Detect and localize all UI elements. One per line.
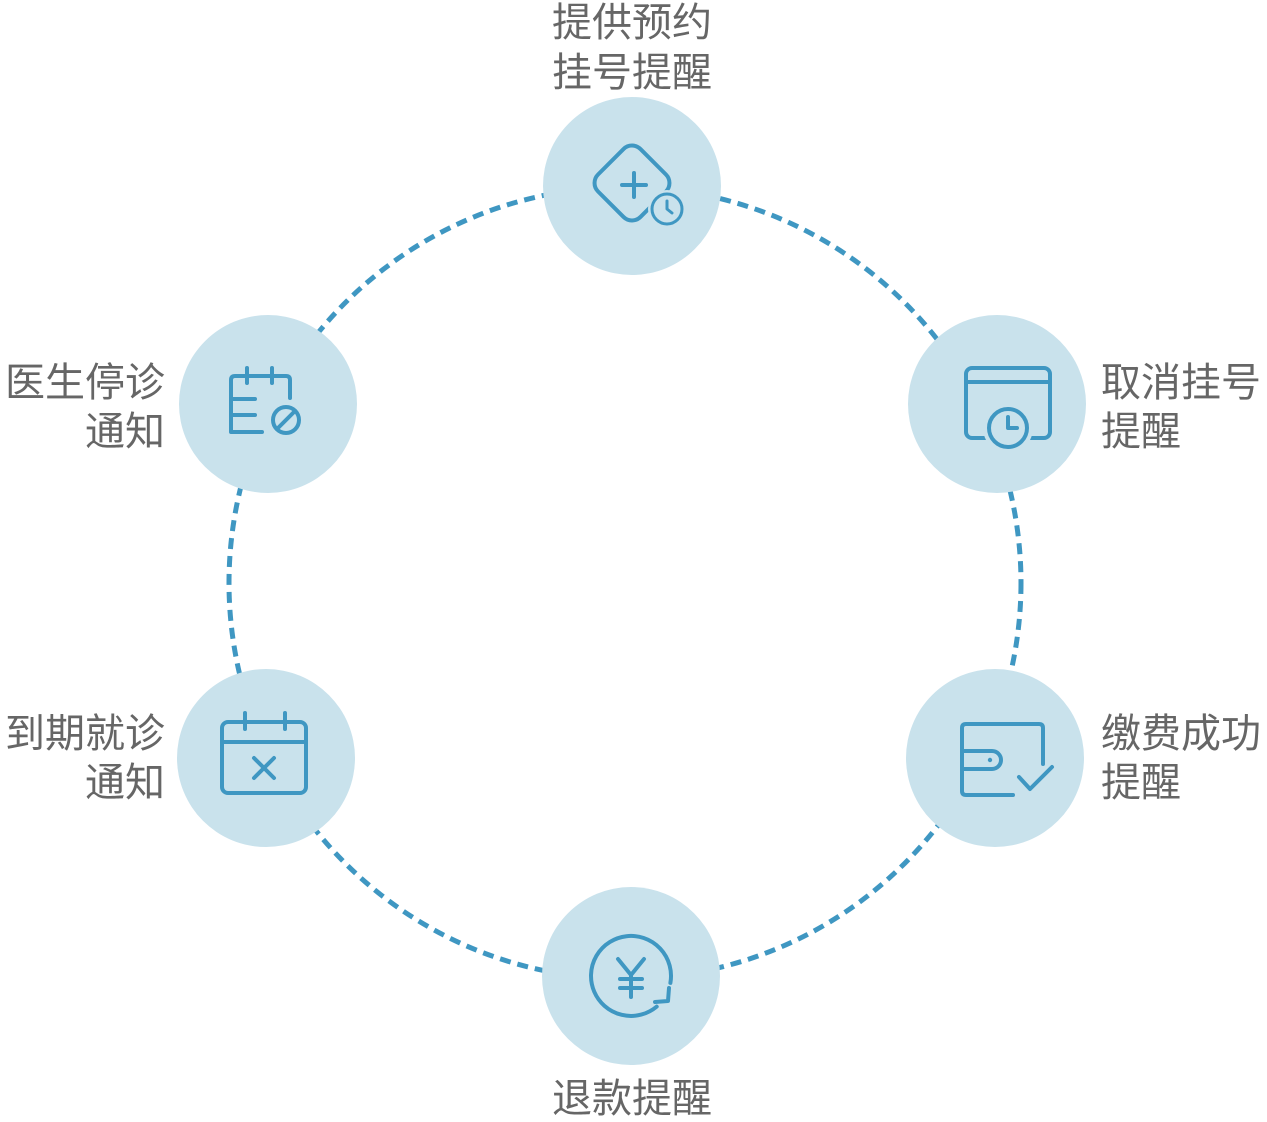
node-cancel-registration-reminder	[908, 315, 1086, 493]
prohibition-slash	[275, 409, 297, 431]
refund-arrowhead	[653, 986, 671, 1004]
calendar-x-icon	[220, 711, 308, 795]
clock-hands	[665, 199, 674, 215]
node-labels: 提供预约 挂号提醒 取消挂号 提醒 缴费成功 提醒 退款提醒 到期就诊 通知 医…	[5, 0, 1261, 1122]
label-cancel-registration-line-2: 提醒	[1101, 409, 1181, 455]
label-payment-success-line-1: 缴费成功	[1101, 711, 1261, 757]
node-refund-reminder	[542, 887, 720, 1065]
prohibition-circle	[271, 405, 301, 435]
calendar-rings	[245, 366, 274, 385]
label-payment-success-line-2: 提醒	[1101, 760, 1181, 806]
label-cancel-registration-line-1: 取消挂号	[1101, 360, 1261, 406]
plus-sign	[620, 171, 648, 199]
clock-face	[650, 192, 684, 226]
label-appointment-due-line-2: 通知	[85, 760, 165, 806]
medical-appointment-clock-icon	[592, 143, 686, 228]
clock-face	[987, 407, 1029, 449]
calendar-outline	[220, 720, 308, 795]
yen-symbol	[616, 957, 646, 999]
node-circle	[908, 315, 1086, 493]
label-appointment-reminder-line-2: 挂号提醒	[552, 50, 712, 96]
node-circle	[179, 315, 357, 493]
refund-circular-arrow	[589, 934, 673, 1018]
clock-hands	[1006, 415, 1019, 430]
checkmark	[1017, 765, 1054, 791]
node-payment-success-reminder	[906, 669, 1084, 847]
node-circle	[906, 669, 1084, 847]
calendar-clock-icon	[964, 366, 1052, 453]
calendar-rings	[243, 711, 287, 731]
node-doctor-suspension-notice	[179, 315, 357, 493]
wallet-tab-dot	[987, 757, 993, 763]
node-circle	[177, 669, 355, 847]
label-appointment-due-line-1: 到期就诊	[5, 711, 165, 757]
node-appointment-due-notice	[177, 669, 355, 847]
calendar-prohibited-icon	[229, 366, 301, 435]
node-appointment-reminder	[543, 97, 721, 275]
label-appointment-reminder-line-1: 提供预约	[552, 0, 712, 46]
yen-refund-icon	[589, 934, 673, 1018]
label-refund-reminder: 退款提醒	[552, 1076, 712, 1122]
calendar-outline	[229, 374, 292, 434]
wallet-outline	[960, 722, 1045, 797]
wallet-tab	[960, 749, 1003, 771]
dashed-cycle-ring	[226, 184, 1024, 982]
wallet-check-icon	[960, 722, 1054, 797]
x-mark	[252, 756, 276, 780]
label-doctor-suspension-line-1: 医生停诊	[5, 360, 165, 406]
label-doctor-suspension-line-2: 通知	[85, 409, 165, 455]
list-lines	[229, 397, 257, 417]
